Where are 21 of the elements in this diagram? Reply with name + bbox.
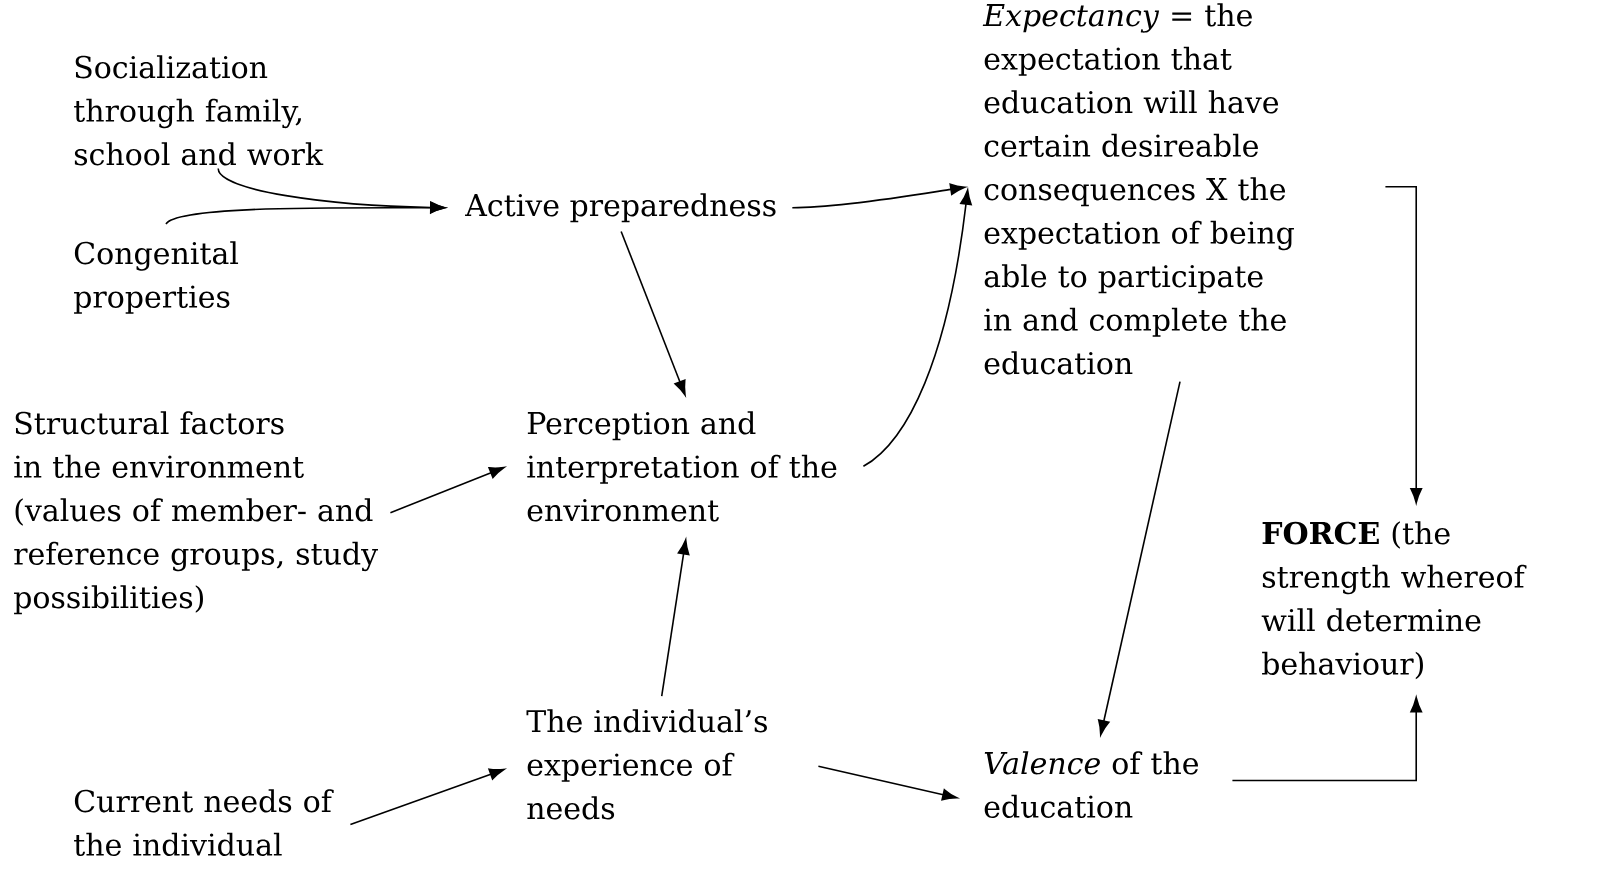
text-label: Current needs of the individual bbox=[74, 789, 334, 856]
text-label: The individual’s experience of needs bbox=[526, 709, 767, 820]
text-label: Valence of the education bbox=[984, 751, 1198, 818]
text-label: Socialization through family, school and work bbox=[74, 55, 324, 166]
arrow bbox=[862, 189, 972, 468]
arrow bbox=[791, 183, 966, 209]
text-label: Perception and interpretation of the environment bbox=[527, 411, 837, 522]
text-label: FORCE (the strength whereof will determine behaviour) bbox=[1261, 521, 1527, 680]
arrow bbox=[389, 466, 505, 514]
text-label: Expectancy = the expectation that education will have certain desireable consequences X the expectation of being able to participate in and complete the education bbox=[982, 3, 1294, 375]
text-label: Congenital properties bbox=[74, 241, 239, 314]
arrow bbox=[165, 201, 446, 225]
arrow bbox=[1097, 380, 1181, 736]
arrow bbox=[1384, 186, 1423, 504]
arrow bbox=[660, 539, 690, 697]
text-label: Structural factors in the environment (values of member- and reference groups, study possibilities) bbox=[14, 411, 378, 615]
arrow bbox=[817, 765, 958, 801]
text-label: Active preparedness bbox=[465, 193, 776, 223]
arrow bbox=[620, 230, 686, 396]
arrow bbox=[349, 768, 505, 826]
arrow bbox=[1231, 697, 1423, 782]
